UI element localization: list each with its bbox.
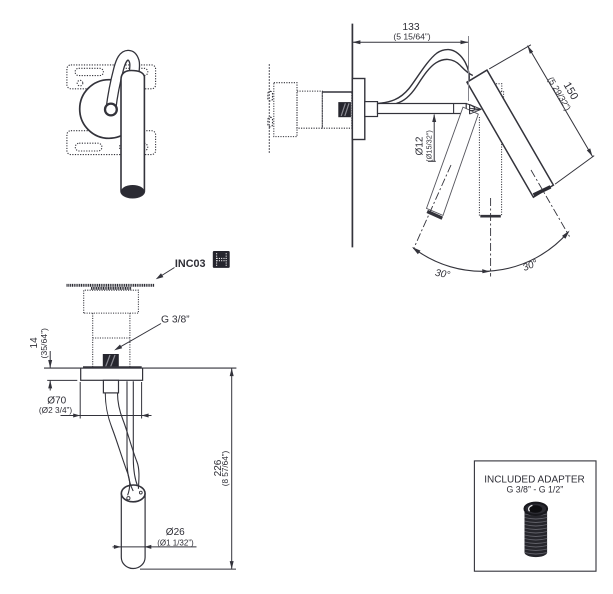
svg-text:226: 226 xyxy=(213,459,224,476)
svg-text:(35/64”): (35/64”) xyxy=(39,328,49,359)
svg-text:14: 14 xyxy=(29,337,40,349)
svg-text:INCLUDED ADAPTER: INCLUDED ADAPTER xyxy=(484,474,585,485)
svg-text:30°: 30° xyxy=(434,268,451,281)
svg-text:133: 133 xyxy=(402,22,419,33)
svg-text:Ø12: Ø12 xyxy=(414,136,425,155)
svg-text:Ø70: Ø70 xyxy=(47,396,66,407)
svg-text:G 3/8” - G 1/2”: G 3/8” - G 1/2” xyxy=(506,484,563,494)
svg-text:G 3/8”: G 3/8” xyxy=(161,315,190,326)
svg-text:(Ø2 3/4”): (Ø2 3/4”) xyxy=(39,405,72,415)
svg-text:INC03: INC03 xyxy=(175,258,206,270)
svg-text:(Ø1 1/32”): (Ø1 1/32”) xyxy=(157,538,194,547)
svg-text:(5 15/64”): (5 15/64”) xyxy=(393,31,430,41)
svg-text:(Ø15/32”): (Ø15/32”) xyxy=(424,130,433,162)
svg-text:30°: 30° xyxy=(521,258,539,274)
svg-text:Ø26: Ø26 xyxy=(166,527,185,538)
svg-text:(8 57/64”): (8 57/64”) xyxy=(221,450,230,486)
